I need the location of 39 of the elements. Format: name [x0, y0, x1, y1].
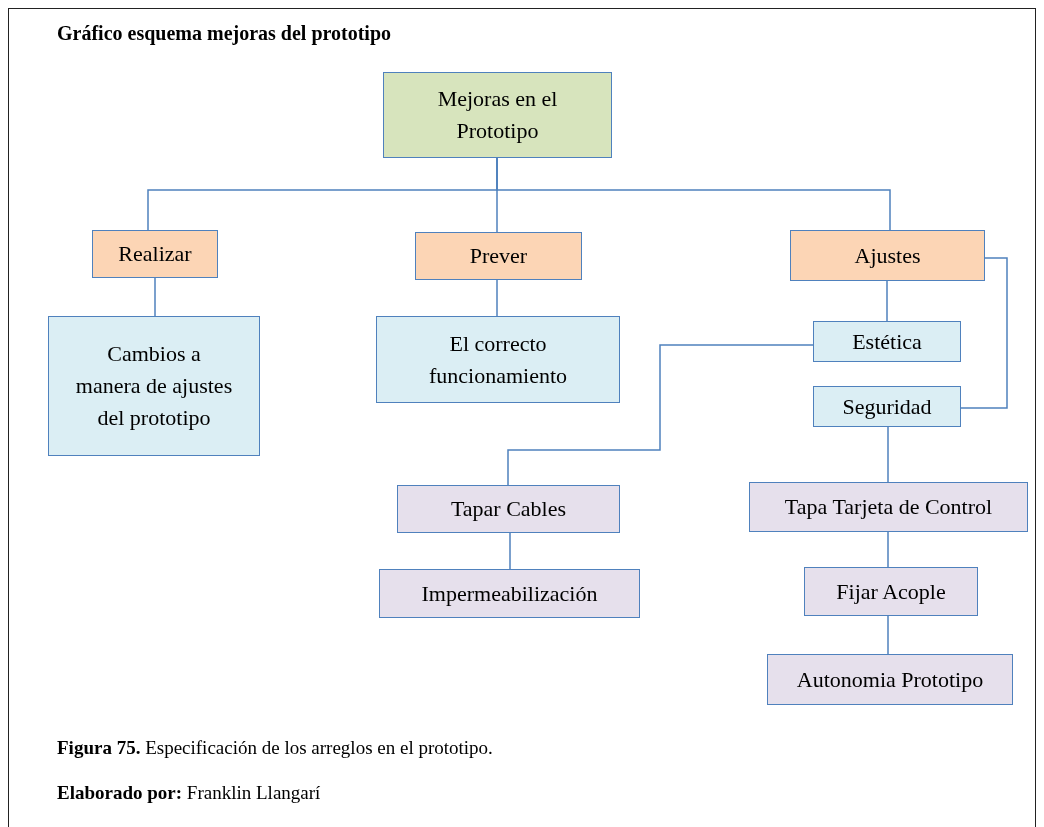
- box-label: Fijar Acople: [836, 577, 946, 606]
- connector-line: [507, 344, 814, 486]
- concept-box: [376, 316, 620, 403]
- author-note: Elaborado por: Franklin Llangarí: [57, 782, 321, 804]
- concept-box: [813, 321, 961, 362]
- box-label: Tapa Tarjeta de Control: [784, 493, 993, 522]
- box-label: Mejoras en el Prototipo: [436, 85, 559, 145]
- concept-box: [813, 386, 961, 427]
- box-label: Prever: [469, 242, 528, 271]
- connector-line: [509, 532, 511, 570]
- connector-line: [496, 279, 498, 317]
- concept-box: [379, 569, 640, 618]
- box-label: Realizar: [118, 240, 192, 269]
- box-label: Ajustes: [854, 241, 921, 270]
- connector-line: [887, 615, 889, 655]
- box-label: Tapar Cables: [450, 495, 567, 524]
- concept-box: [383, 72, 612, 158]
- connector-line: [496, 157, 891, 231]
- connector-line: [887, 531, 889, 568]
- concept-box: [790, 230, 985, 281]
- box-label: Cambios a manera de ajustes del prototipo: [74, 340, 234, 432]
- box-label: Autonomia Prototipo: [796, 665, 984, 694]
- concept-box: [415, 232, 582, 280]
- concept-box: [767, 654, 1013, 705]
- box-label: Seguridad: [842, 392, 932, 421]
- concept-box: [92, 230, 218, 278]
- concept-box: [397, 485, 620, 533]
- box-label: Impermeabilización: [421, 579, 598, 608]
- concept-box: [749, 482, 1028, 532]
- box-label: El correcto funcionamiento: [427, 329, 569, 390]
- connector-line: [887, 426, 889, 483]
- figure-caption: Figura 75. Especificación de los arreglos en el prototipo.: [57, 737, 493, 759]
- connector-line: [960, 257, 1008, 409]
- box-label: Estética: [852, 327, 922, 356]
- diagram-title: Gráfico esquema mejoras del prototipo: [57, 22, 392, 45]
- concept-box: [804, 567, 978, 616]
- connector-line: [154, 277, 156, 317]
- connector-line: [886, 280, 888, 322]
- concept-box: [48, 316, 260, 456]
